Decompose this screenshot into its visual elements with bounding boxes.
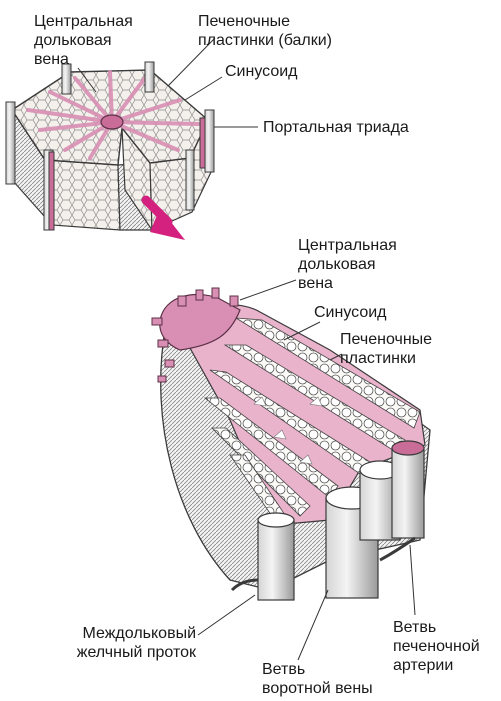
lobule-side-face-front	[45, 160, 120, 230]
label-portal-vein-branch: Ветвь воротной вены	[262, 660, 373, 698]
label-hepatic-artery-branch: Ветвь печеночной артерии	[393, 618, 480, 675]
hexagonal-lobule	[6, 62, 214, 230]
label-top-portal-triad: Портальная триада	[263, 118, 409, 137]
top-central-vein	[101, 115, 123, 129]
bile-duct-tube	[258, 520, 294, 600]
label-bile-duct: Междольковый желчный проток	[40, 624, 196, 662]
label-top-hepatic-plates: Печеночные пластинки (балки)	[198, 12, 332, 50]
label-bottom-central-vein: Центральная дольковая вена	[298, 236, 397, 293]
label-bottom-hepatic-plates: Печеночные пластинки	[340, 330, 432, 368]
label-bottom-sinusoid: Синусоид	[314, 303, 387, 322]
hepatic-artery-tube	[392, 448, 424, 538]
label-top-central-vein: Центральная дольковая вена	[34, 12, 133, 69]
label-top-sinusoid: Синусоид	[225, 62, 298, 81]
